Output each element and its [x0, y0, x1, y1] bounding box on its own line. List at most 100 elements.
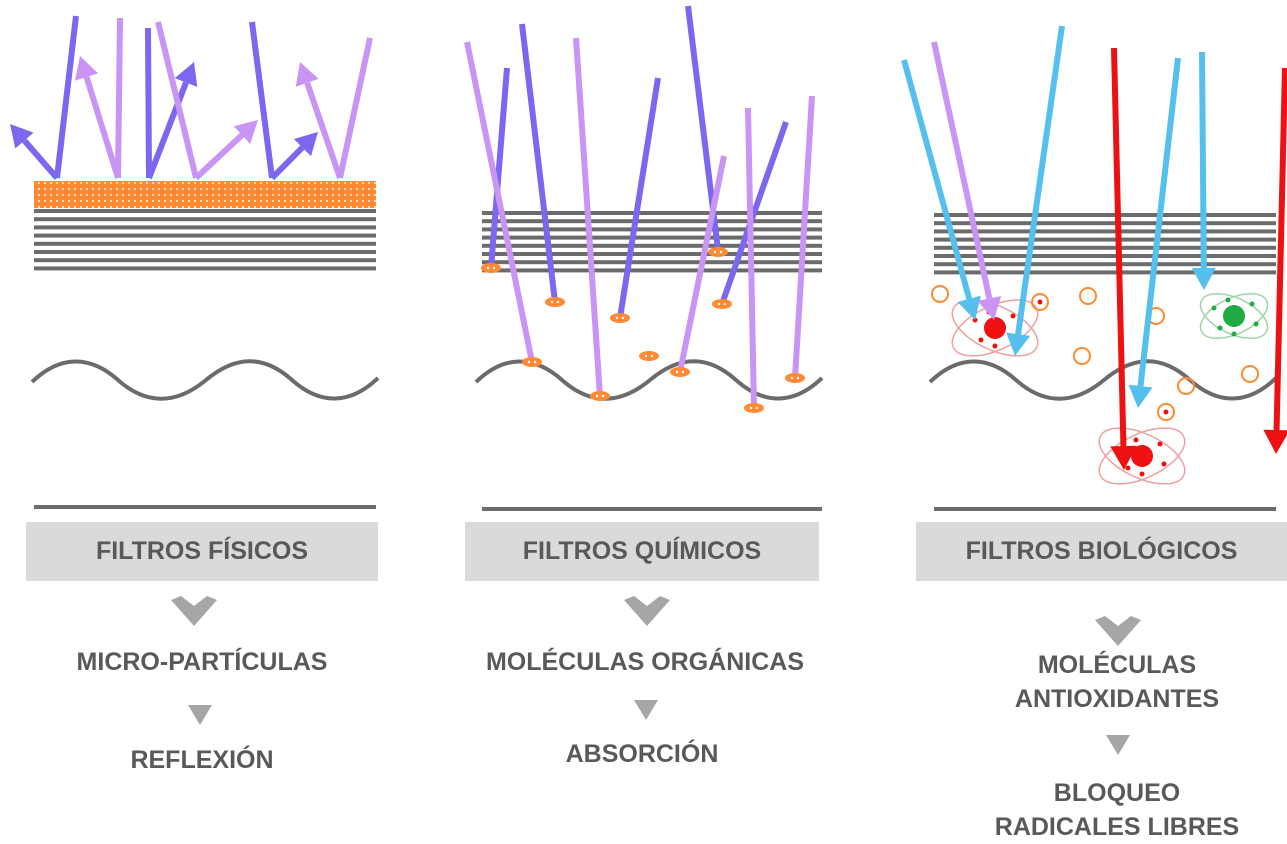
particle-dot [533, 360, 537, 364]
stratum-layer [482, 235, 822, 240]
reflected-ray-arrowhead [293, 132, 318, 157]
electron [1125, 465, 1131, 471]
uv-ray-arrowhead [1128, 384, 1153, 408]
particle-dot [650, 354, 654, 358]
reflected-ray-arrowhead [10, 124, 34, 149]
stratum-layer [482, 268, 822, 273]
stratum-corneum-layers [482, 211, 822, 273]
ingredient-line-2: ANTIOXIDANTES [1014, 685, 1220, 713]
molecules [931, 285, 1269, 485]
panel-label-biologicos: FILTROS BIOLÓGICOS [916, 522, 1287, 581]
stratum-layer [934, 221, 1276, 226]
ingredient-line-1: MOLÉCULAS [1037, 651, 1197, 679]
electron [1253, 321, 1259, 327]
stratum-layer [482, 260, 822, 265]
absorbed-ray [745, 107, 757, 409]
stratum-layer [34, 250, 376, 254]
chevron-down-icon [624, 596, 670, 626]
particle-dot [556, 300, 560, 304]
panel-fisicos-illustration [10, 15, 380, 509]
skin-wave-line [30, 359, 380, 401]
orbit [1098, 427, 1186, 485]
stratum-layer [934, 213, 1276, 217]
reflected-ray-arrowhead [74, 56, 99, 81]
uv-ray-arrowhead [1191, 267, 1216, 290]
stratum-layer [34, 225, 376, 230]
particle-dot [796, 376, 800, 380]
particle-dot [713, 250, 717, 254]
absorber-particle [712, 299, 732, 309]
stratum-layer [34, 217, 376, 222]
particle-dot [527, 360, 531, 364]
mechanism-line-2: RADICALES LIBRES [994, 813, 1240, 841]
stratum-layer [934, 254, 1276, 258]
particle-dot [550, 300, 554, 304]
panel-label-quimicos: FILTROS QUÍMICOS [465, 522, 819, 581]
triangle-down-icon [634, 700, 658, 720]
particle-dot [486, 266, 490, 270]
absorber-particle [708, 247, 728, 257]
triangle-down-icon [1106, 735, 1130, 755]
stratum-layer [34, 233, 376, 238]
absorber-particle [670, 367, 690, 377]
orbit [1098, 427, 1186, 485]
stratum-layer [934, 237, 1276, 242]
microparticle-layer [34, 181, 376, 208]
electron [1157, 441, 1163, 447]
particle-dot [790, 376, 794, 380]
stratum-layer [34, 258, 376, 263]
absorber-particle [610, 313, 630, 323]
electron [1133, 437, 1139, 443]
molecule-icon [1199, 292, 1269, 340]
chevron-down-icon [171, 596, 217, 626]
absorbed-ray [488, 67, 510, 269]
particle-dot [681, 370, 685, 374]
electron [1249, 301, 1255, 307]
absorbed-ray [519, 23, 558, 303]
incoming-ray [145, 27, 152, 179]
free-radical-ring [931, 285, 949, 303]
absorbed-rays [464, 5, 815, 413]
penetrating-rays [901, 25, 1287, 470]
reflected-ray-shaft [83, 76, 121, 179]
molecule-icon [1098, 427, 1186, 485]
uv-ray-arrowhead [957, 295, 981, 320]
ingredient-text-fisicos: MICRO-PARTÍCULAS [76, 648, 328, 676]
particle-dot [723, 302, 727, 306]
stratum-layer [34, 266, 376, 271]
uv-ray-shaft [1015, 25, 1065, 335]
electron [1010, 313, 1016, 319]
mechanism-line-1: BLOQUEO [1053, 779, 1181, 807]
incoming-ray [155, 21, 199, 179]
absorbed-ray [792, 95, 815, 379]
particle-dot [621, 316, 625, 320]
ingredient-text-quimicos: MOLÉCULAS ORGÁNICAS [485, 648, 805, 676]
incoming-ray [249, 21, 275, 179]
uv-ray-arrowhead [977, 295, 1002, 320]
particle-dot [717, 302, 721, 306]
triangle-down-icon [188, 705, 212, 725]
stratum-layer [482, 252, 822, 256]
stratum-layer [34, 209, 376, 213]
reflected-ray-arrowhead [174, 62, 198, 87]
absorbed-ray [719, 121, 789, 305]
free-radical-ring [1073, 347, 1091, 365]
mechanism-text-quimicos: ABSORCIÓN [565, 740, 719, 768]
stratum-layer [482, 219, 822, 224]
radical-center [1163, 409, 1169, 415]
stratum-layer [34, 241, 376, 246]
chevron-down-icon [1095, 616, 1141, 646]
free-radical-ring [1177, 377, 1195, 395]
electron [1225, 297, 1231, 303]
orbit [951, 299, 1039, 357]
stratum-corneum-layers [34, 209, 376, 271]
absorber-particle [481, 263, 501, 273]
incoming-ray [115, 17, 123, 179]
uv-ray-shaft [1199, 51, 1207, 269]
particle-dot [749, 406, 753, 410]
particle-dot [755, 406, 759, 410]
uv-ray-shaft [931, 41, 993, 300]
radical-center [1037, 299, 1043, 305]
panel-label-fisicos: FILTROS FÍSICOS [26, 522, 378, 581]
free-radical-ring [1241, 365, 1259, 383]
